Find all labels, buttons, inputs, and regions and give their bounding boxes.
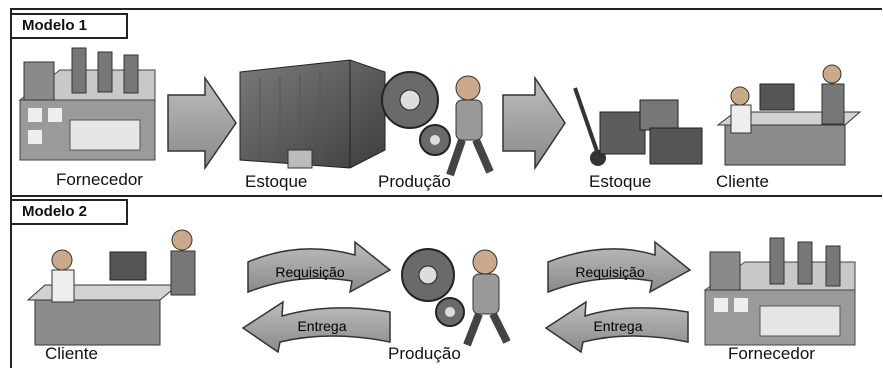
factory-icon [18,47,156,161]
production-worker-icon [401,248,511,347]
entrega-arrow-icon [544,300,689,354]
modelo1-title: Modelo 1 [10,13,128,39]
label-cliente: Cliente [45,344,98,363]
entrega-arrow-icon [241,300,391,354]
hand-truck-icon [573,87,703,166]
flow-arrow-icon [167,75,237,171]
label-fornecedor: Fornecedor [56,170,143,189]
container-icon [239,59,386,169]
client-desk-icon [716,64,862,166]
label-producao: Produção [378,172,451,191]
label-cliente: Cliente [716,172,769,191]
requisicao-label: Requisição [275,264,344,280]
model-divider [10,195,882,197]
entrega-label: Entrega [297,318,346,334]
label-estoque: Estoque [589,172,652,191]
label-fornecedor: Fornecedor [728,344,815,363]
label-producao: Produção [388,344,461,363]
entrega-label: Entrega [593,318,642,334]
production-worker-icon [381,71,494,177]
factory-icon [703,237,856,346]
flow-arrow-icon [502,75,566,171]
requisicao-arrow-icon [247,240,392,294]
label-estoque: Estoque [245,172,308,191]
modelo2-title: Modelo 2 [10,199,128,225]
requisicao-label: Requisição [575,264,644,280]
requisicao-arrow-icon [547,240,692,294]
diagram-frame [10,8,882,368]
client-desk-icon [26,229,196,346]
